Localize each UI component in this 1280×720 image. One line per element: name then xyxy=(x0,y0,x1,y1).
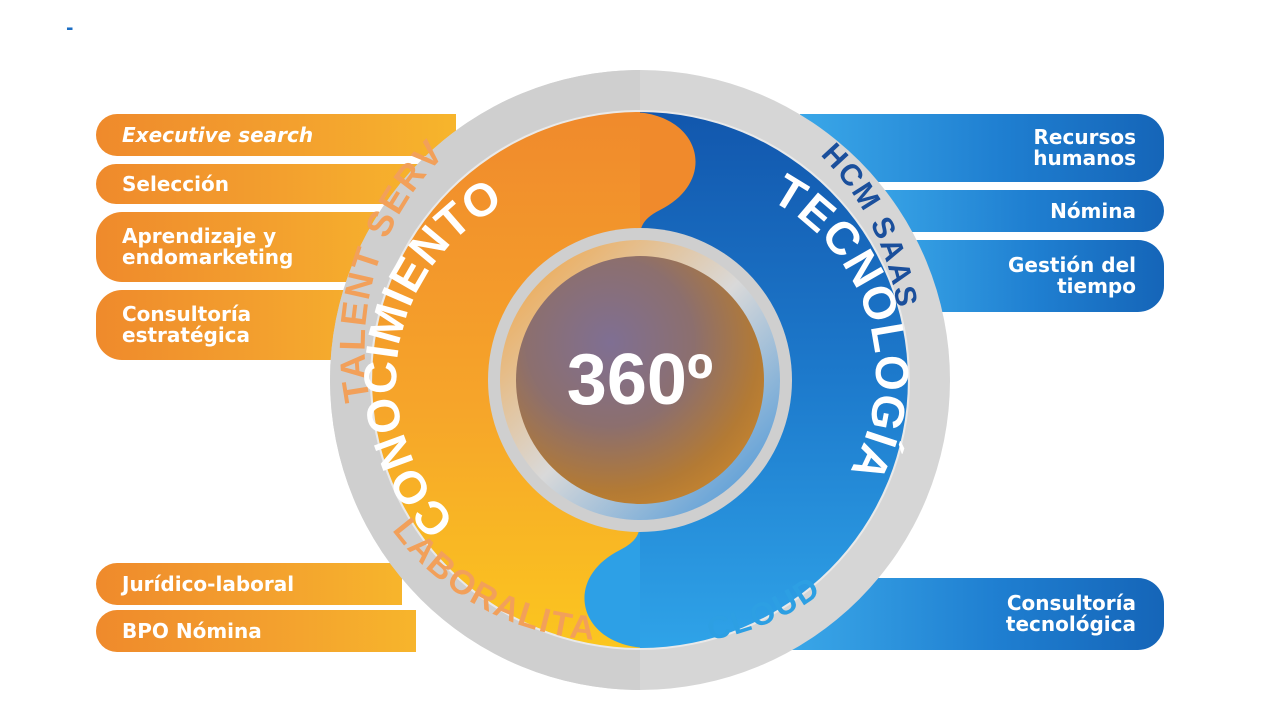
service-label: Consultoría estratégica xyxy=(122,302,252,347)
blue-swirl-bottom xyxy=(584,520,650,648)
service-label: Nómina xyxy=(1050,198,1136,223)
service-nomina[interactable]: Nómina xyxy=(860,190,1164,232)
service-label: Executive search xyxy=(122,122,314,147)
service-label: Aprendizaje y endomarketing xyxy=(122,224,294,269)
service-label: Recursos humanos xyxy=(1033,125,1136,170)
center-label: 360º xyxy=(567,340,713,420)
service-executive-search[interactable]: Executive search xyxy=(96,114,456,156)
service-label: Jurídico-laboral xyxy=(122,571,295,596)
service-label: BPO Nómina xyxy=(122,618,262,643)
service-label: Selección xyxy=(122,171,229,196)
corner-mark: - xyxy=(66,18,74,39)
service-seleccion[interactable]: Selección xyxy=(96,164,436,204)
service-bpo-nomina[interactable]: BPO Nómina xyxy=(96,610,416,652)
core-inner xyxy=(516,256,764,504)
service-consultoria-tecnologica[interactable]: Consultoría tecnológica xyxy=(790,578,1164,650)
service-juridico-laboral[interactable]: Jurídico-laboral xyxy=(96,563,402,605)
service-label: Consultoría tecnológica xyxy=(1005,591,1136,636)
orange-swirl-top xyxy=(630,112,696,240)
service-label: Gestión del tiempo xyxy=(1008,253,1136,298)
